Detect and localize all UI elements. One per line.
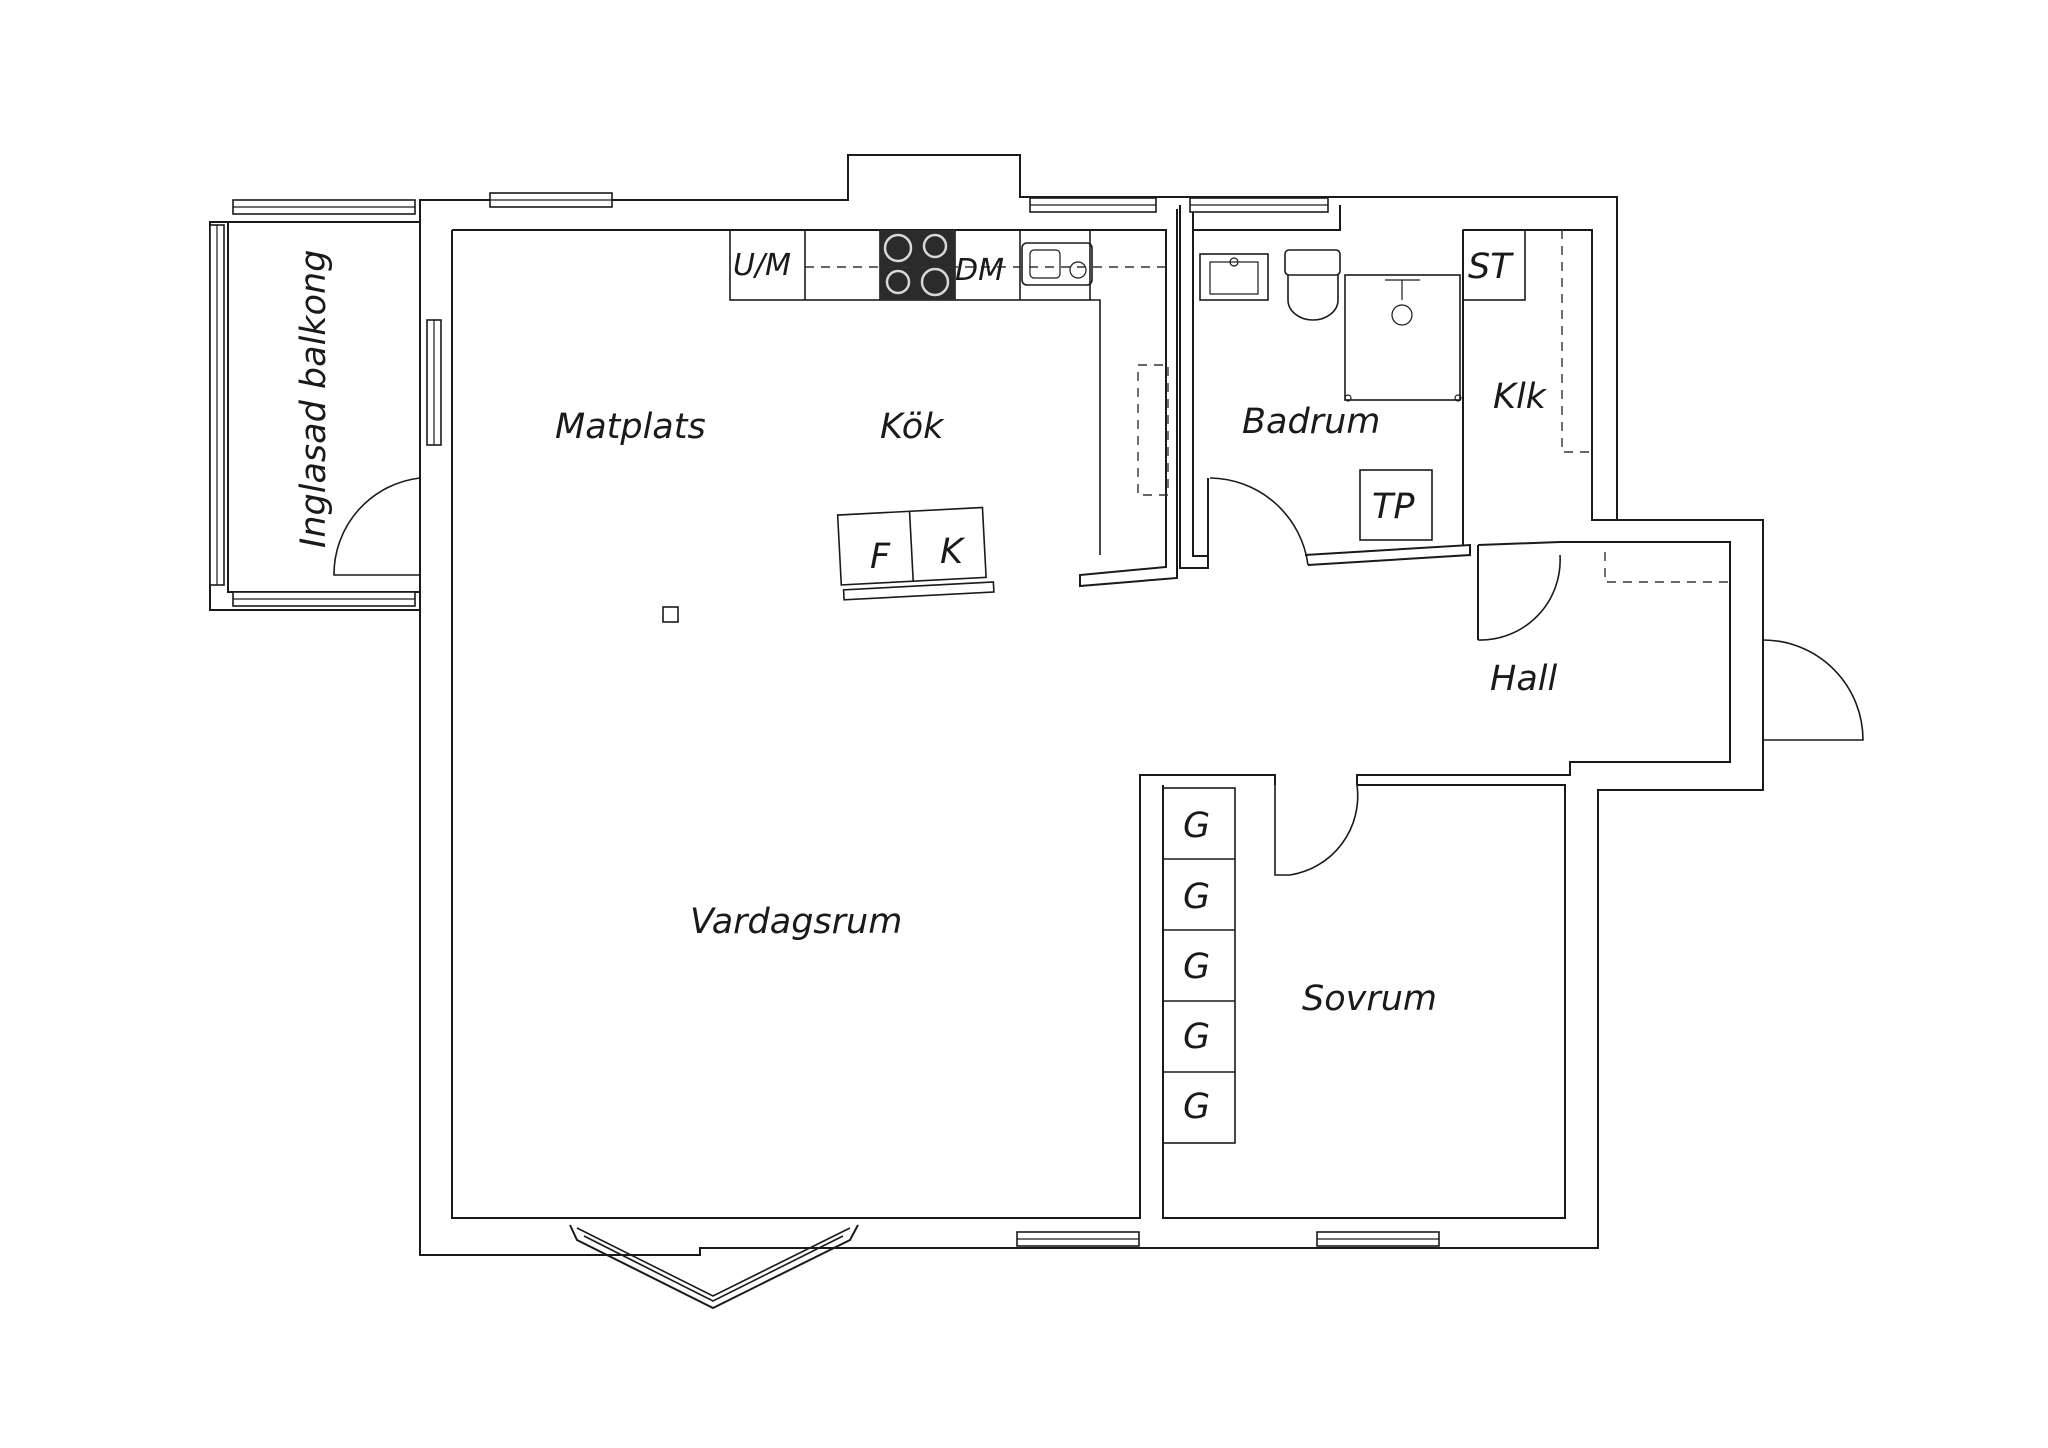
window-group (209, 192, 1440, 1247)
closet-shelf (1561, 230, 1592, 453)
entrance-door[interactable] (1762, 639, 1864, 741)
washbasin (1199, 253, 1269, 301)
hall-shelf (1604, 552, 1730, 583)
room-label-living: Vardagsrum (690, 902, 902, 942)
kitchen-counter (729, 229, 1170, 555)
bay-window-glass (576, 1227, 851, 1302)
wardrobe-label: G (1183, 806, 1210, 846)
kitchen-top-wall (452, 209, 1178, 588)
exterior-wall-outer (419, 154, 1764, 1256)
wardrobe-label: G (1183, 947, 1210, 987)
sink (1021, 242, 1093, 286)
fridge-label: F (870, 537, 891, 577)
room-label-bedroom: Sovrum (1302, 979, 1437, 1019)
freezer-label: K (940, 532, 966, 572)
storage-cabinet (1462, 229, 1526, 301)
wardrobe-label: G (1183, 877, 1210, 917)
toilet (1284, 249, 1341, 276)
stove-burner (885, 269, 911, 295)
room-label-bathroom: Badrum (1242, 402, 1380, 442)
bedroom-door[interactable] (1274, 784, 1359, 876)
room-label-balcony: Inglasad balkong (294, 250, 334, 548)
fridge-freezer-unit (836, 506, 995, 601)
stove-burner (922, 233, 948, 259)
room-label-dining: Matplats (555, 407, 706, 447)
storage-label: ST (1468, 247, 1514, 287)
toilet-bowl (1287, 275, 1339, 321)
hall-wall (1356, 541, 1731, 785)
wardrobe-unit (1162, 787, 1236, 1144)
room-label-kitchen: Kök (880, 407, 945, 447)
bathroom-door[interactable] (1209, 477, 1309, 566)
wardrobe-label: G (1183, 1087, 1210, 1127)
column-marker (662, 606, 679, 623)
washer-dryer-label: TP (1372, 487, 1415, 527)
stove-burner (920, 267, 950, 297)
washer-dryer (1359, 469, 1433, 541)
bay-window (569, 1224, 859, 1310)
shower (1344, 274, 1461, 401)
kitchen-cabinet (1137, 364, 1169, 496)
fridge-freezer-label: U/M (733, 248, 791, 283)
balcony-door[interactable] (333, 477, 421, 576)
closet-wall (1462, 229, 1763, 640)
room-label-hall: Hall (1490, 659, 1557, 699)
wardrobe-label: G (1183, 1017, 1210, 1057)
dishwasher-label: DM (955, 253, 1004, 288)
bathroom-fixtures (1199, 249, 1462, 541)
closet-door[interactable] (1477, 554, 1561, 641)
bathroom-wall (1179, 205, 1471, 569)
room-label-closet: Klk (1493, 377, 1548, 417)
bathroom-inner (1193, 205, 1341, 231)
living-wall-inner (451, 230, 1566, 1219)
stove-burner (883, 233, 913, 263)
